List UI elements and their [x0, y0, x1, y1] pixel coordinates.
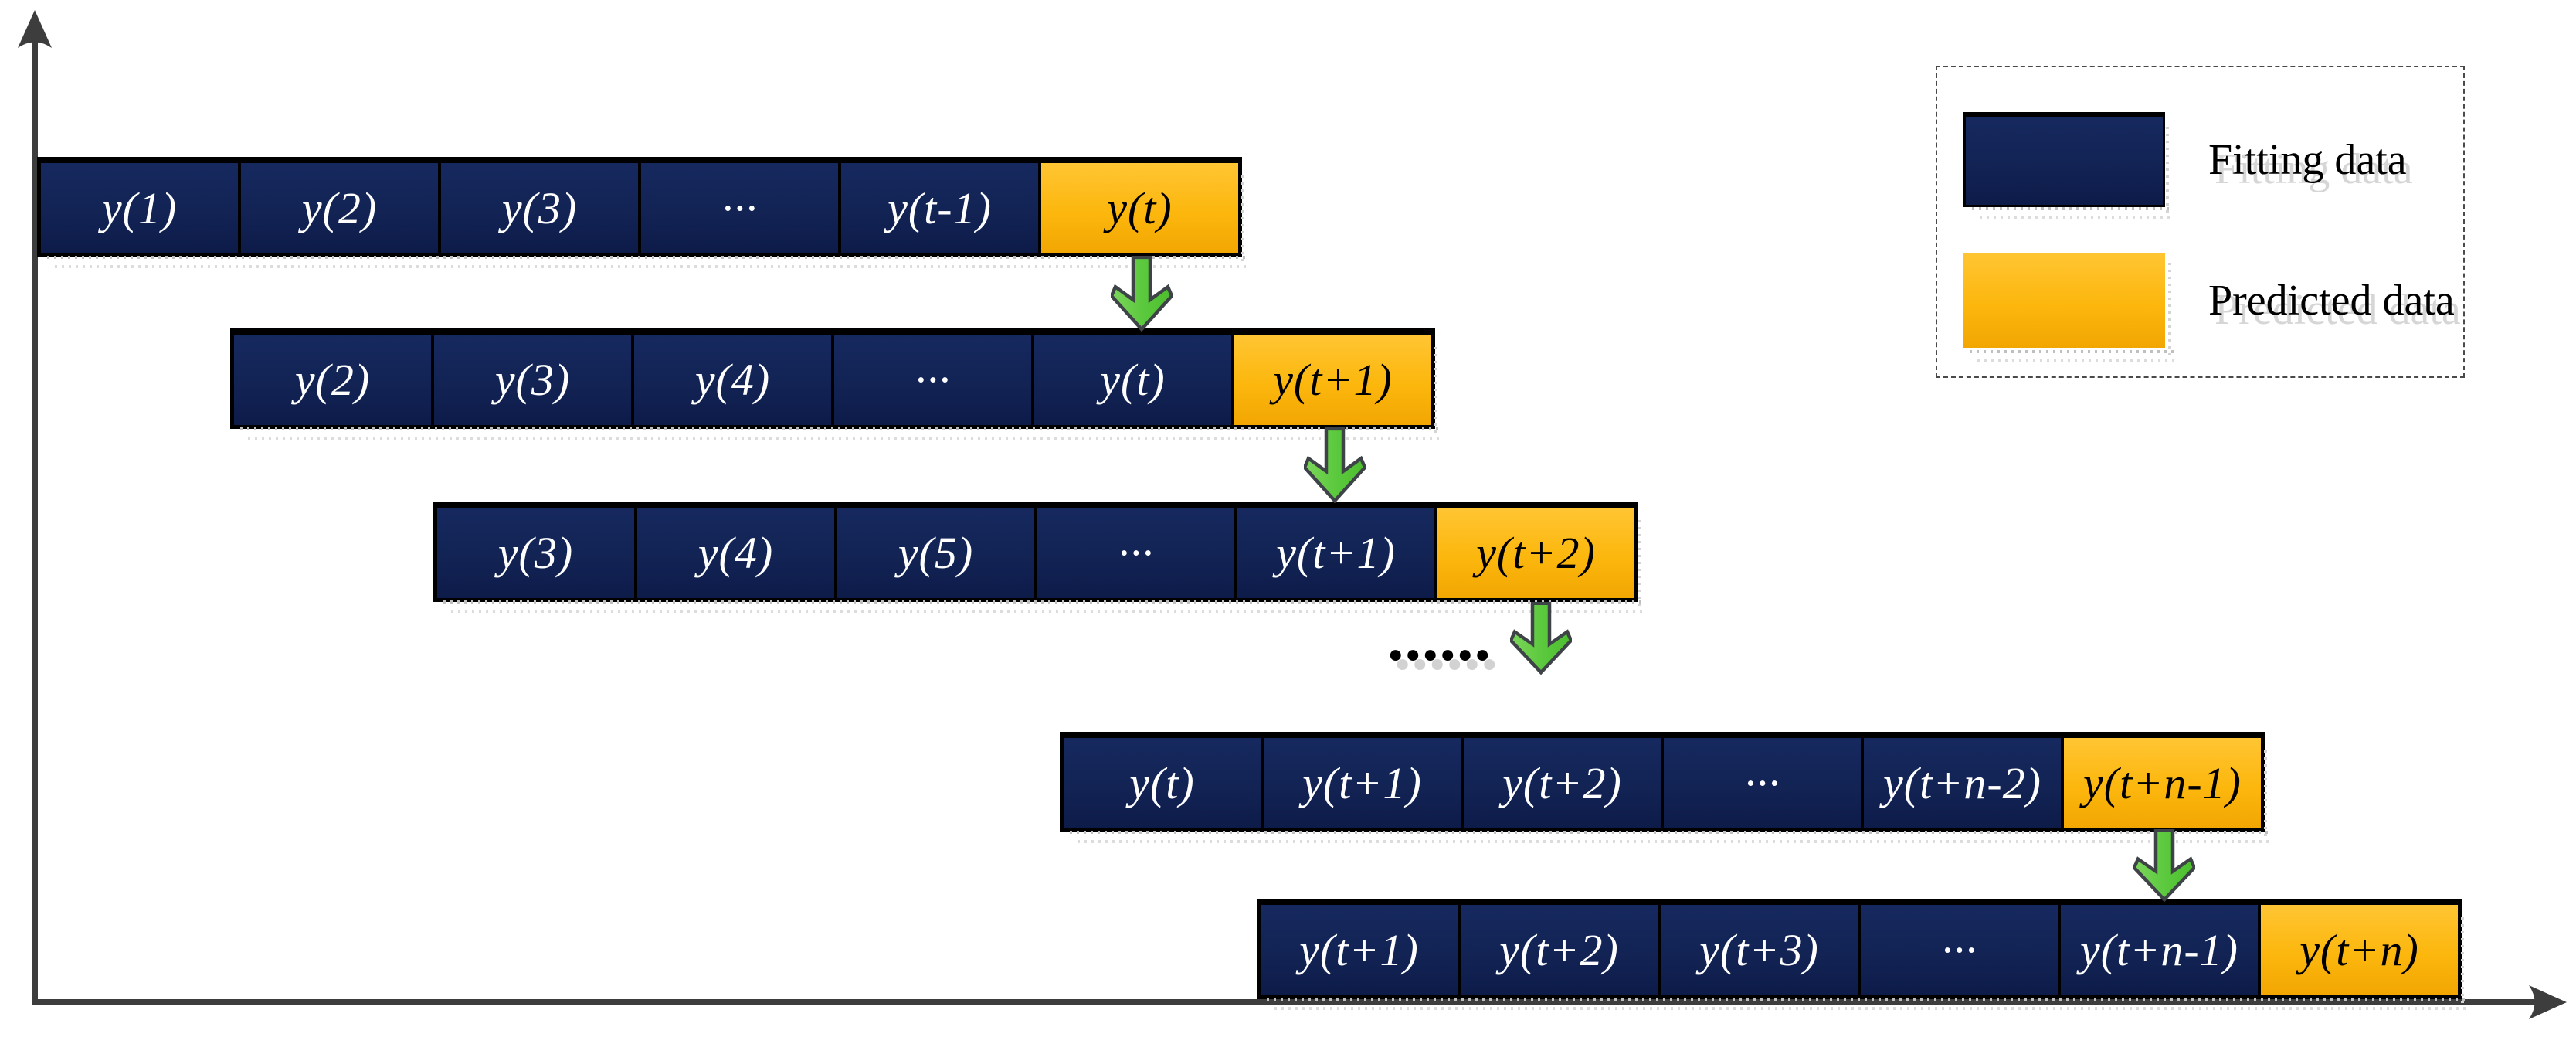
cell-predicted: y(t) — [1038, 163, 1238, 253]
cell-fitting: y(t) — [1031, 335, 1231, 425]
cell-fitting: y(3) — [438, 163, 638, 253]
cell-fitting: y(t+3) — [1658, 905, 1858, 995]
x-axis-arrowhead-icon — [2529, 985, 2567, 1019]
down-arrow-icon — [1111, 256, 1173, 332]
cell-fitting: y(t) — [1064, 738, 1261, 828]
window-row-5: y(t+1)y(t+2)y(t+3)···y(t+n-1)y(t+n) — [1257, 899, 2469, 1012]
cell-fitting: y(t-1) — [838, 163, 1038, 253]
cell-fitting: ··· — [831, 335, 1031, 425]
legend-label-predicted: Predicted data — [2208, 276, 2455, 325]
window-row-4: y(t)y(t+1)y(t+2)···y(t+n-2)y(t+n-1) — [1060, 732, 2272, 845]
cell-fitting: y(1) — [41, 163, 238, 253]
cell-fitting: ··· — [1858, 905, 2058, 995]
window-row-3: y(3)y(4)y(5)···y(t+1)y(t+2) — [433, 502, 1645, 614]
down-arrow-icon — [2133, 829, 2195, 902]
cell-fitting: y(3) — [431, 335, 631, 425]
cell-predicted: y(t+1) — [1231, 335, 1431, 425]
x-axis-line — [32, 999, 2540, 1005]
cell-predicted: y(t+n-1) — [2061, 738, 2261, 828]
cell-fitting: y(t+1) — [1261, 738, 1461, 828]
cell-fitting: y(4) — [631, 335, 831, 425]
window-row-2: y(2)y(3)y(4)···y(t)y(t+1) — [230, 328, 1442, 441]
cell-fitting: y(t+n-1) — [2058, 905, 2258, 995]
predicted-data-swatch — [1963, 253, 2176, 364]
cell-fitting: y(t+2) — [1461, 738, 1661, 828]
cell-fitting: y(3) — [437, 508, 634, 598]
cell-fitting: y(5) — [834, 508, 1034, 598]
cell-fitting: y(2) — [238, 163, 438, 253]
legend-label-fitting: Fitting data — [2208, 135, 2407, 184]
cell-fitting: y(t+1) — [1261, 905, 1458, 995]
window-row-1: y(1)y(2)y(3)···y(t-1)y(t) — [37, 157, 1249, 270]
cell-predicted: y(t+2) — [1434, 508, 1634, 598]
y-axis-arrowhead-icon — [18, 10, 52, 48]
legend-item-fitting: Fitting data — [1963, 112, 2407, 221]
cell-fitting: y(t+2) — [1458, 905, 1658, 995]
down-arrow-icon — [1304, 427, 1366, 503]
cell-predicted: y(t+n) — [2258, 905, 2458, 995]
rows-ellipsis: ...... — [1387, 600, 1492, 675]
cell-fitting: ··· — [638, 163, 838, 253]
cell-fitting: y(4) — [634, 508, 834, 598]
cell-fitting: ··· — [1661, 738, 1861, 828]
legend-item-predicted: Predicted data — [1963, 253, 2455, 364]
cell-fitting: ··· — [1034, 508, 1234, 598]
fitting-data-swatch — [1963, 112, 2174, 221]
cell-fitting: y(t+n-2) — [1861, 738, 2061, 828]
down-arrow-icon — [1510, 602, 1572, 675]
legend: Fitting data Predicted data — [1936, 66, 2465, 378]
cell-fitting: y(2) — [234, 335, 431, 425]
cell-fitting: y(t+1) — [1234, 508, 1434, 598]
y-axis-line — [32, 29, 38, 1001]
